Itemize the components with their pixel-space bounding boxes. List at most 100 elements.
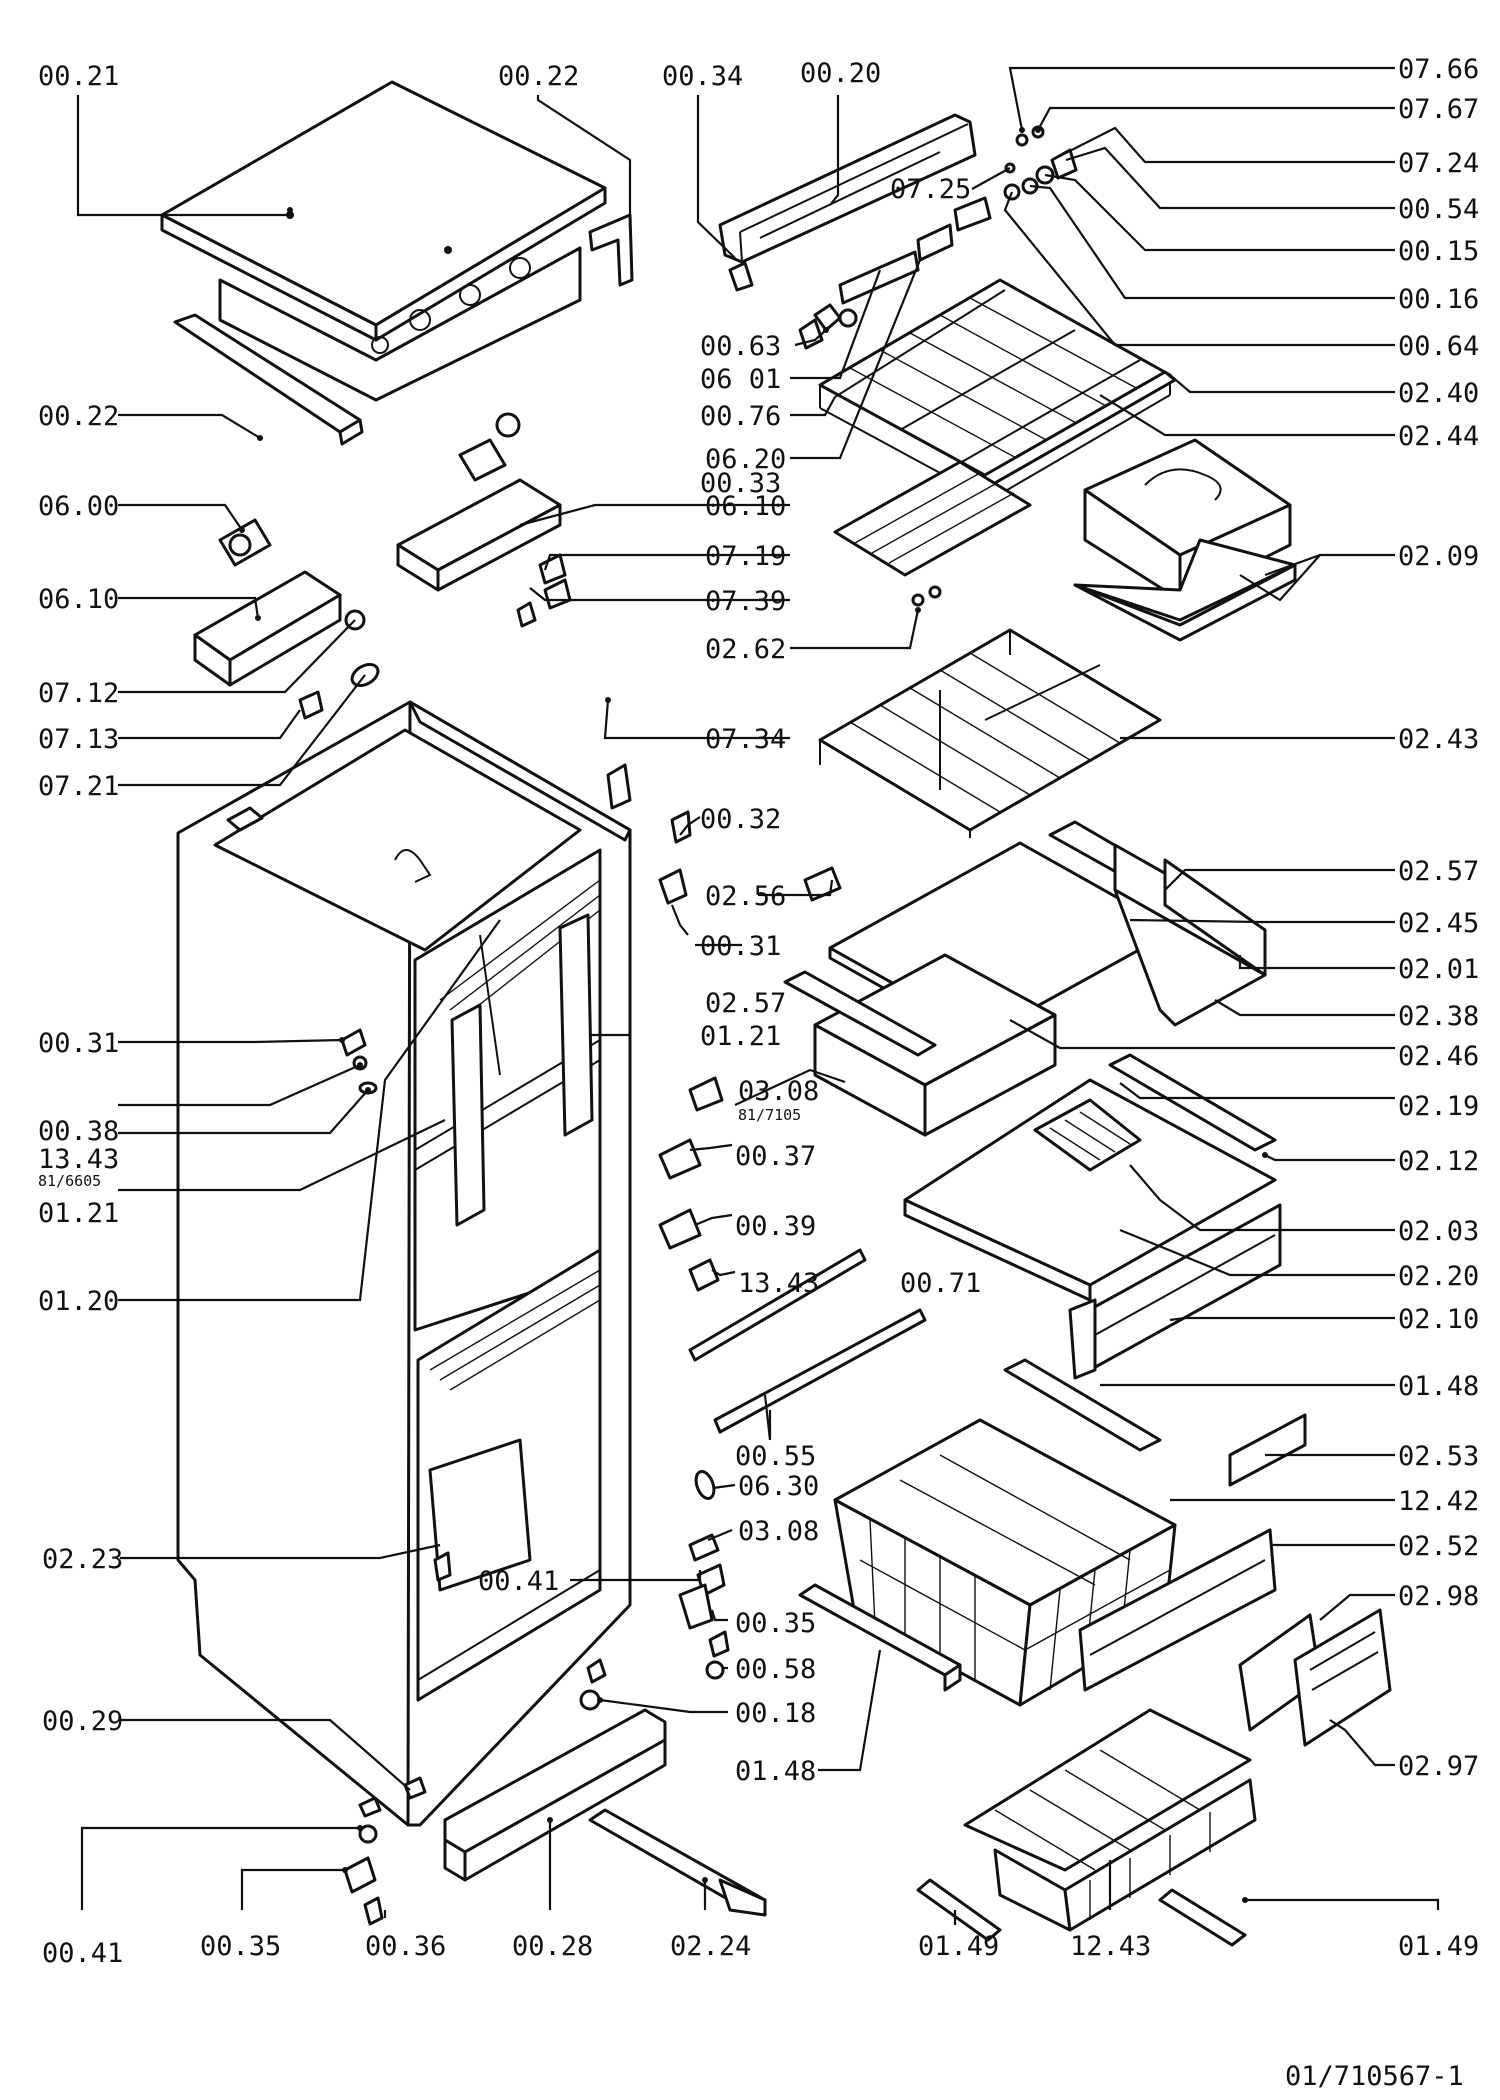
label-07-67: 07.67: [1398, 94, 1479, 125]
part-labels: 00.21 00.22 00.34 00.20 07.66 07.67 07.2…: [38, 54, 1479, 2092]
label-06-00: 06.00: [38, 491, 119, 522]
label-07-21: 07.21: [38, 771, 119, 802]
label-00-32: 00.32: [700, 804, 781, 835]
label-00-29: 00.29: [42, 1706, 123, 1737]
label-03-08-upper: 03.08: [738, 1076, 819, 1107]
label-02-44: 02.44: [1398, 421, 1479, 452]
label-00-37: 00.37: [735, 1141, 816, 1172]
label-02-57-right: 02.57: [1398, 856, 1479, 887]
wire-shelf-upper-part: [818, 278, 1177, 505]
label-02-01: 02.01: [1398, 954, 1479, 985]
label-02-40: 02.40: [1398, 378, 1479, 409]
label-06-10-left: 06.10: [38, 584, 119, 615]
plinth-part: [443, 1708, 667, 1882]
drawing-number: 01/710567-1: [1285, 2061, 1464, 2092]
label-00-63: 00.63: [700, 331, 781, 362]
freezer-shelf-part: [903, 1053, 1277, 1302]
cabinet-body-part: [176, 700, 632, 1827]
label-02-97: 02.97: [1398, 1751, 1479, 1782]
label-00-71: 00.71: [900, 1268, 981, 1299]
label-07-25: 07.25: [890, 174, 971, 205]
label-00-33: 00.33: [700, 468, 781, 499]
label-00-39: 00.39: [735, 1211, 816, 1242]
label-00-20: 00.20: [800, 58, 881, 89]
label-00-16: 00.16: [1398, 284, 1479, 315]
label-02-53: 02.53: [1398, 1441, 1479, 1472]
label-02-12: 02.12: [1398, 1146, 1479, 1177]
label-06-01: 06 01: [700, 364, 781, 395]
label-13-43-left-sub: 81/6605: [38, 1172, 101, 1190]
label-00-21: 00.21: [38, 61, 119, 92]
label-02-23: 02.23: [42, 1544, 123, 1575]
label-02-56: 02.56: [705, 881, 786, 912]
label-01-48-center: 01.48: [735, 1756, 816, 1787]
label-00-36: 00.36: [365, 1931, 446, 1962]
label-00-34: 00.34: [662, 61, 743, 92]
label-00-55: 00.55: [735, 1441, 816, 1472]
relay-box-part: [193, 412, 562, 687]
label-02-46: 02.46: [1398, 1041, 1479, 1072]
front-trim-strip-part: [173, 313, 364, 446]
label-02-98: 02.98: [1398, 1581, 1479, 1612]
label-02-62: 02.62: [705, 634, 786, 665]
label-07-12: 07.12: [38, 678, 119, 709]
basket-runners-part: [798, 1583, 1247, 1947]
label-00-38: 00.38: [38, 1116, 119, 1147]
label-00-54: 00.54: [1398, 194, 1479, 225]
label-00-41-center: 00.41: [478, 1566, 559, 1597]
label-01-20: 01.20: [38, 1286, 119, 1317]
label-00-31-left: 00.31: [38, 1028, 119, 1059]
label-07-39: 07.39: [705, 586, 786, 617]
freezer-flap-trim-part: [1003, 1358, 1307, 1487]
dairy-box-part: [1073, 438, 1297, 642]
label-07-13: 07.13: [38, 724, 119, 755]
label-02-20: 02.20: [1398, 1261, 1479, 1292]
label-03-08-upper-sub: 81/7105: [738, 1106, 801, 1124]
label-06-30: 06.30: [738, 1471, 819, 1502]
label-06-10-center: 06.10: [705, 491, 786, 522]
freezer-basket-upper-part: [833, 1418, 1177, 1707]
base-rail-part: [588, 1808, 767, 1917]
thermostat-part: [218, 518, 272, 567]
label-00-41-bottom: 00.41: [42, 1938, 123, 1969]
leader-dots: [239, 127, 1268, 1903]
label-00-76: 00.76: [700, 401, 781, 432]
center-parts-misc: [579, 810, 927, 1711]
label-02-38: 02.38: [1398, 1001, 1479, 1032]
label-02-03: 02.03: [1398, 1216, 1479, 1247]
label-02-45: 02.45: [1398, 908, 1479, 939]
label-00-15: 00.15: [1398, 236, 1479, 267]
label-01-21-center: 01.21: [700, 1021, 781, 1052]
label-00-31-center: 00.31: [700, 931, 781, 962]
label-01-48-right: 01.48: [1398, 1371, 1479, 1402]
label-02-52: 02.52: [1398, 1531, 1479, 1562]
label-13-43-center: 13.43: [738, 1268, 819, 1299]
label-02-09: 02.09: [1398, 541, 1479, 572]
control-panel-part: [718, 113, 977, 292]
label-13-43-left: 13.43: [38, 1144, 119, 1175]
freezer-basket-front-part: [1078, 1528, 1277, 1692]
label-02-10: 02.10: [1398, 1304, 1479, 1335]
label-01-21-left: 01.21: [38, 1198, 119, 1229]
label-01-49-center: 01.49: [918, 1931, 999, 1962]
vegetable-drawer-part: [1113, 843, 1267, 1027]
foot-parts: [343, 1776, 427, 1926]
label-02-57-center: 02.57: [705, 988, 786, 1019]
light-switch-parts: [798, 125, 1078, 350]
meat-drawer-part: [783, 953, 1057, 1137]
leader-lines: [76, 66, 1440, 1925]
small-wire-shelf-part: [833, 460, 1032, 607]
label-02-43: 02.43: [1398, 724, 1479, 755]
wire-shelf-lower-part: [818, 628, 1162, 838]
label-00-58: 00.58: [735, 1654, 816, 1685]
freezer-flap-part: [1068, 1203, 1282, 1380]
label-00-64: 00.64: [1398, 331, 1479, 362]
label-06-20: 06.20: [705, 444, 786, 475]
label-12-43: 12.43: [1070, 1931, 1151, 1962]
freezer-basket-lower-part: [963, 1708, 1257, 1932]
label-02-24: 02.24: [670, 1931, 751, 1962]
label-00-28: 00.28: [512, 1931, 593, 1962]
label-07-24: 07.24: [1398, 148, 1479, 179]
label-03-08-lower: 03.08: [738, 1516, 819, 1547]
